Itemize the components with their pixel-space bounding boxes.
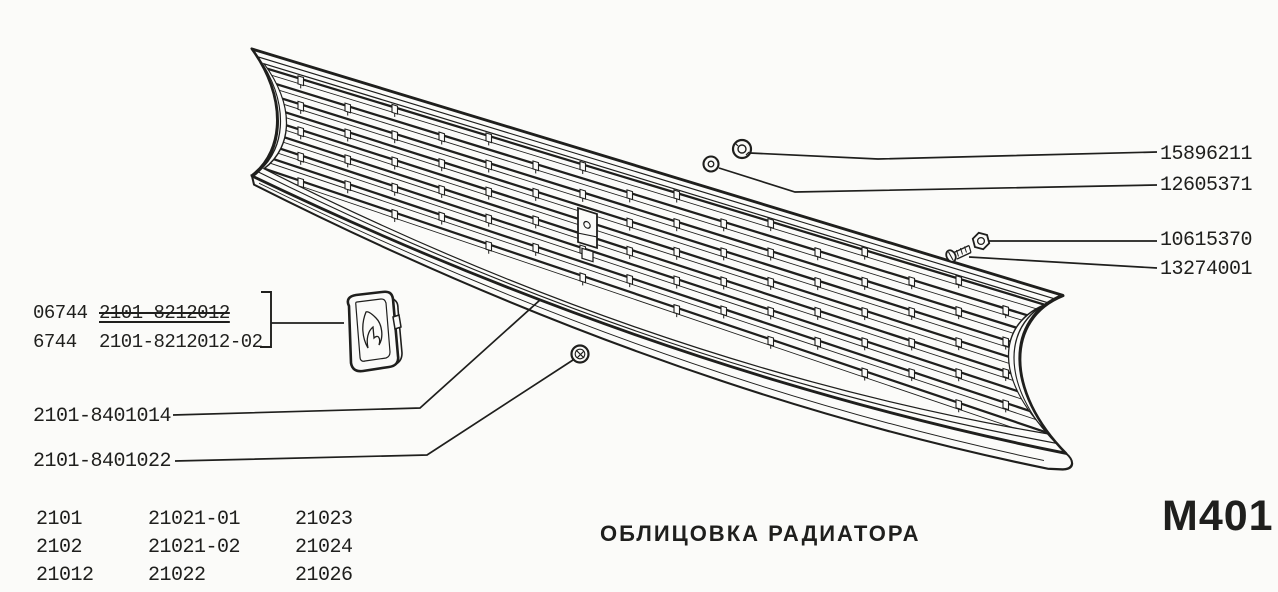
emblem-ladya-glyph	[362, 311, 383, 349]
emblem-callout-bracket	[260, 291, 272, 348]
model-cell: 21024	[295, 536, 353, 559]
leader-lines	[172, 151, 1158, 462]
model-cell: 21023	[295, 508, 353, 531]
screw-13274001	[945, 244, 972, 263]
sheet-caption: ОБЛИЦОВКА РАДИАТОРА	[600, 521, 921, 546]
emblem-side-tab	[392, 314, 402, 330]
washer-12605371	[702, 155, 720, 173]
model-cell: 21012	[36, 564, 94, 587]
model-cell: 2101	[36, 508, 83, 531]
callout-15896211: 15896211	[1160, 143, 1253, 166]
nut-15896211	[731, 138, 753, 160]
screw-2101-8401022	[570, 344, 590, 364]
model-cell: 21022	[148, 564, 206, 587]
sheet-code: M401	[1162, 492, 1274, 540]
callout-2101-8401022: 2101-8401022	[33, 450, 172, 473]
model-cell: 21021-02	[148, 536, 241, 559]
emblem-mount-plate	[577, 206, 598, 263]
vaz-emblem	[346, 290, 403, 373]
model-cell: 21026	[295, 564, 353, 587]
emblem-callout-qty-new: 6744	[33, 331, 77, 353]
emblem-callout-qty-old: 06744	[33, 302, 88, 324]
callout-10615370: 10615370	[1160, 229, 1253, 252]
callout-2101-8401014: 2101-8401014	[33, 405, 172, 428]
callout-13274001: 13274001	[1160, 258, 1253, 281]
nut-10615370	[971, 231, 991, 251]
emblem-callout-part-old: 2101-8212012	[99, 302, 230, 324]
model-cell: 2102	[36, 536, 83, 559]
radiator-grille	[250, 47, 1074, 471]
emblem-callout-part-new: 2101-8212012-02	[99, 331, 263, 353]
grille-outer-frame	[250, 47, 1068, 455]
model-cell: 21021-01	[148, 508, 241, 531]
callout-12605371: 12605371	[1160, 174, 1253, 197]
